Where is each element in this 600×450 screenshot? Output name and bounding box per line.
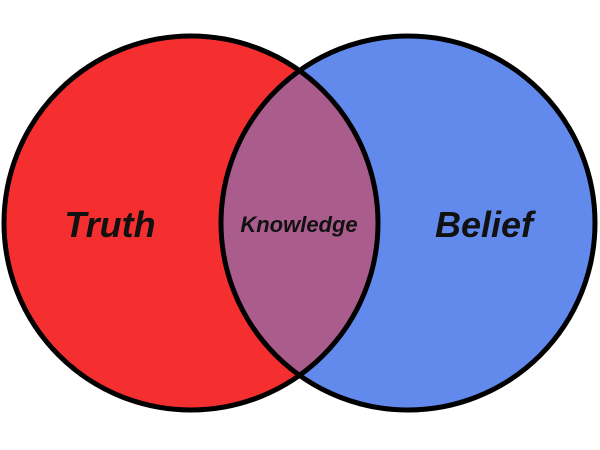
belief-circle-outline bbox=[218, 33, 598, 413]
knowledge-intersection bbox=[221, 36, 378, 410]
truth-label: Truth bbox=[64, 204, 155, 245]
truth-circle-outline bbox=[1, 33, 381, 413]
belief-label: Belief bbox=[435, 204, 536, 245]
knowledge-label: Knowledge bbox=[240, 212, 357, 237]
